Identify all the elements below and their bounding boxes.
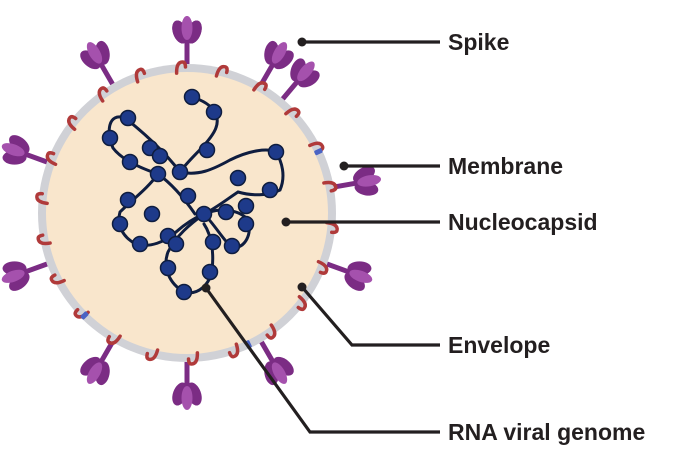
nucleocapsid-protein [229,169,247,187]
nucleocapsid-protein [198,141,216,159]
membrane-label: Membrane [448,153,563,179]
nucleocapsid-label: Nucleocapsid [448,209,598,235]
nucleocapsid-protein [119,109,137,127]
nucleocapsid-protein [223,237,241,255]
membrane-protein [227,342,240,359]
nucleocapsid-rna-complex [101,88,285,301]
spike-label: Spike [448,29,509,55]
spike-protein [1,135,48,165]
membrane-leader-dot [339,161,349,171]
envelope-leader-dot [297,282,307,292]
nucleocapsid-protein [143,205,161,223]
membrane-protein [214,64,229,78]
membrane-protein [316,259,329,275]
nucleocapsid-protein [149,165,167,183]
nucleocapsid-protein [237,197,255,215]
nucleocapsid-protein [159,259,177,277]
membrane-proteins [35,60,339,366]
nucleocapsid-protein [201,263,219,281]
membrane-protein [145,348,160,362]
membrane-protein [265,323,277,340]
nucleocapsid-protein [261,181,279,199]
spike-protein [1,261,48,291]
spike-protein [259,340,294,386]
membrane-protein [174,60,188,75]
membrane-protein [284,107,301,119]
spike-protein [172,362,202,410]
membrane-protein [97,86,109,103]
membrane-protein [252,81,268,92]
nucleocapsid-protein [119,191,137,209]
spike-protein [172,16,202,64]
nucleocapsid-protein [205,103,223,121]
nucleocapsid-protein [101,129,119,147]
spike-protein [333,166,382,196]
envelope-protein [80,311,89,320]
nucleocapsid-protein [131,235,149,253]
spike-leader-dot [297,37,307,47]
rna-leader-line [204,287,440,434]
nucleocapsid-protein [175,283,193,301]
membrane-protein [49,273,66,285]
nucleocapsid-protein [151,147,169,165]
spike-protein [280,58,320,101]
membrane-protein [296,294,307,312]
spike-protein [326,261,373,291]
envelope-label: Envelope [448,332,550,358]
nucleocapsid-protein [204,233,222,251]
membrane-protein [35,191,49,206]
nucleocapsid-protein [121,153,139,171]
nucleocapsid-protein [267,143,285,161]
spike-protein [259,40,294,86]
spike-proteins [1,16,382,410]
membrane-protein [36,233,52,246]
callout-labels: Spike Membrane Nucleocapsid Envelope RNA… [448,29,645,445]
nucleocapsid-protein [195,205,213,223]
membrane-protein [67,114,78,132]
nucleocapsid-protein [217,203,235,221]
virus-particle [1,16,382,410]
nucleocapsid-protein [167,235,185,253]
rna-genome-label: RNA viral genome [448,419,645,445]
membrane-protein [325,220,339,235]
spike-protein [80,340,115,386]
rna-strand [178,148,285,216]
envelope-leader-line [300,285,440,347]
nucleocapsid-protein [111,215,129,233]
envelope-protein [314,148,323,156]
spike-protein [80,40,115,86]
nucleocapsid-protein [179,187,197,205]
membrane-protein [106,334,122,345]
nucleocapsid-protein [183,88,201,106]
membrane-protein [322,180,338,193]
nucleocapsid-leader-dot [281,217,291,227]
leader-lines [201,37,440,434]
nucleocapsid-protein [237,215,255,233]
membrane-protein [134,67,147,84]
nucleocapsid-protein [171,163,189,181]
membrane-protein [45,151,58,167]
membrane-protein [186,351,200,366]
rna-leader-dot [201,283,211,293]
